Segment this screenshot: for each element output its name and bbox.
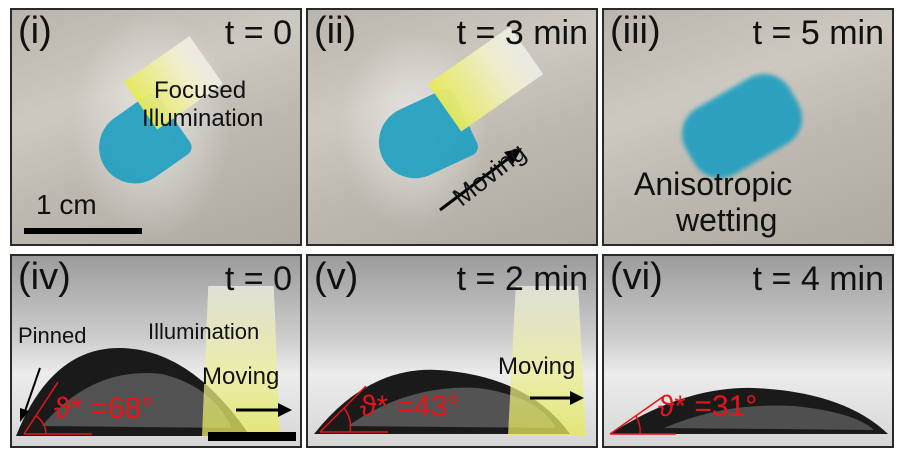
panel-iii: (iii) t = 5 min Anisotropic wetting (602, 8, 894, 246)
moving-direction-arrow-icon (439, 148, 522, 212)
droplet-side-view (16, 347, 250, 436)
time-label: t = 0 (224, 260, 292, 298)
time-label: t = 3 min (456, 14, 588, 52)
contact-angle-label: ϑ* =31° (658, 390, 758, 423)
contact-angle-label: ϑ* =68° (54, 392, 154, 425)
panel-iv: (iv) t = 0 Pinned Illumination Moving ϑ*… (10, 254, 302, 448)
droplet-side-view (314, 369, 570, 434)
annotation-illumination: Illumination (142, 105, 264, 132)
annotation-focused: Focused (154, 77, 247, 104)
scale-bar-label: 1 cm (36, 189, 97, 220)
annotation-moving: Moving (498, 353, 576, 380)
panel-label: (i) (18, 10, 52, 52)
annotation-illumination: Illumination (148, 319, 260, 344)
annotation-wetting: wetting (676, 202, 778, 238)
scale-bar (24, 228, 142, 234)
time-label: t = 0 (224, 14, 292, 52)
panel-vi: (vi) t = 4 min ϑ* =31° (602, 254, 894, 448)
panel-ii: (ii) t = 3 min Moving (306, 8, 598, 246)
scale-bar (208, 432, 296, 441)
time-label: t = 5 min (752, 14, 884, 52)
droplet-side-view (610, 387, 888, 434)
panel-label: (v) (314, 256, 359, 298)
annotation-pinned: Pinned (18, 323, 87, 348)
annotation-arrows (20, 367, 292, 435)
panel-label: (vi) (610, 256, 663, 298)
contact-angle-label: ϑ* =43° (360, 390, 460, 423)
illumination-beam (508, 286, 586, 436)
angle-lines (609, 395, 676, 435)
panel-i: (i) t = 0 Focused Illumination 1 cm (10, 8, 302, 246)
panel-label: (iv) (18, 256, 71, 298)
annotation-anisotropic: Anisotropic (634, 166, 793, 202)
panel-label: (ii) (314, 10, 357, 52)
panel-label: (iii) (610, 10, 661, 52)
time-label: t = 2 min (456, 260, 588, 298)
panel-v: (v) t = 2 min Moving ϑ* =43° (306, 254, 598, 448)
annotation-moving: Moving (202, 363, 280, 390)
time-label: t = 4 min (752, 260, 884, 298)
annotation-arrows (319, 385, 584, 433)
